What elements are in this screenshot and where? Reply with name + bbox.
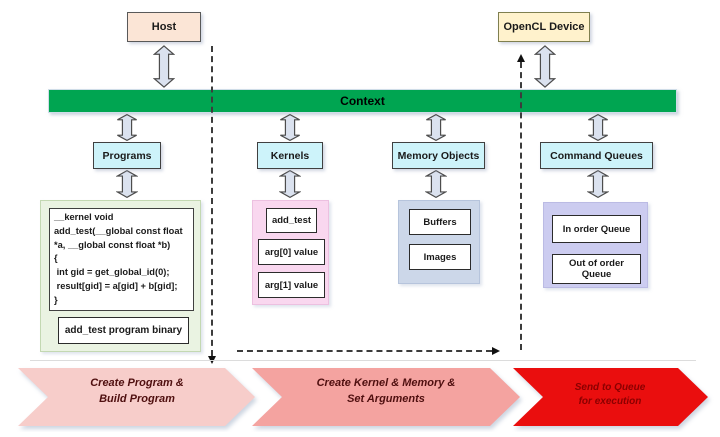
step1-chevron-shape [18, 368, 255, 426]
host-label: Host [151, 21, 177, 33]
command-queues-header-box: Command Queues [540, 142, 653, 169]
queues-panel-double-arrow-icon [587, 170, 609, 198]
bottom-divider-line [30, 360, 696, 361]
context-label: Context [340, 94, 385, 108]
step2-label: Create Kernel & Memory & Set Arguments [316, 377, 456, 405]
step3-label: Send to Queue for execution [574, 382, 646, 407]
host-box: Host [127, 12, 201, 42]
in-order-queue-box: In order Queue [552, 215, 641, 243]
device-scope-dashed-line [520, 62, 522, 350]
process-steps-chevrons [18, 368, 708, 426]
step2-chevron-shape [252, 368, 520, 426]
opencl-device-label: OpenCL Device [503, 21, 585, 33]
programs-panel: __kernel void add_test(__global const fl… [40, 200, 201, 352]
command-queues-panel: In order Queue Out of order Queue [543, 202, 648, 288]
memory-panel-double-arrow-icon [425, 170, 447, 198]
flow-dashed-line [237, 350, 492, 352]
kernel-source-code-box: __kernel void add_test(__global const fl… [49, 208, 194, 311]
kernel-arg0-box: arg[0] value [258, 239, 325, 265]
host-context-double-arrow-icon [153, 45, 175, 88]
programs-header-label: Programs [102, 149, 152, 162]
kernels-panel-double-arrow-icon [279, 170, 301, 198]
context-bar: Context [48, 89, 677, 113]
images-box: Images [409, 244, 471, 270]
program-binary-box: add_test program binary [58, 317, 189, 344]
kernel-arg1-box: arg[1] value [258, 272, 325, 298]
memory-objects-panel: Buffers Images [398, 200, 480, 284]
memory-objects-header-label: Memory Objects [397, 149, 480, 162]
command-queues-header-label: Command Queues [550, 149, 643, 162]
programs-panel-double-arrow-icon [116, 170, 138, 198]
context-kernels-double-arrow-icon [279, 114, 301, 141]
context-queues-double-arrow-icon [587, 114, 609, 141]
right-arrowhead-icon [492, 347, 500, 355]
programs-header-box: Programs [93, 142, 161, 169]
step1-label: Create Program & Build Program [90, 377, 184, 405]
kernels-panel: add_test arg[0] value arg[1] value [252, 200, 329, 305]
kernel-name-box: add_test [266, 208, 317, 233]
context-memory-double-arrow-icon [425, 114, 447, 141]
out-of-order-queue-box: Out of order Queue [552, 254, 641, 284]
kernels-header-label: Kernels [270, 149, 310, 162]
host-scope-dashed-line [211, 46, 213, 356]
buffers-box: Buffers [409, 209, 471, 235]
kernels-header-box: Kernels [257, 142, 323, 169]
opencl-device-box: OpenCL Device [498, 12, 590, 42]
context-programs-double-arrow-icon [116, 114, 138, 141]
step3-chevron-shape [513, 368, 708, 426]
memory-objects-header-box: Memory Objects [392, 142, 485, 169]
up-arrowhead-icon [517, 54, 525, 62]
device-context-double-arrow-icon [534, 45, 556, 88]
